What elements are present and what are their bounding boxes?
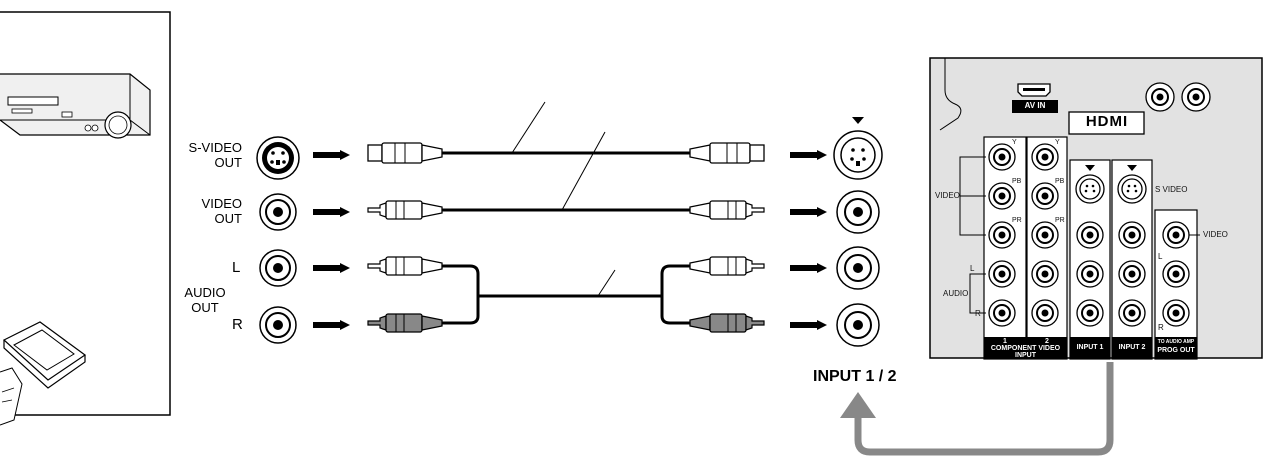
top-right-jacks bbox=[1145, 82, 1211, 112]
pr-label-2: PR bbox=[1055, 217, 1065, 224]
svideo-out-label: S-VIDEO OUT bbox=[186, 140, 242, 170]
panel-brackets bbox=[959, 156, 1200, 314]
svideo-out-line2: OUT bbox=[214, 155, 242, 170]
y-label-1: Y bbox=[1012, 139, 1017, 146]
audio-out-right-jack bbox=[259, 306, 297, 344]
return-arrow bbox=[840, 362, 1114, 456]
audio-in-left-jack bbox=[836, 246, 880, 290]
vcr-icon bbox=[0, 73, 151, 139]
input-1-label: INPUT 1 bbox=[1076, 344, 1104, 351]
video-out-jack bbox=[259, 193, 297, 231]
audio-r-label: R bbox=[975, 309, 981, 318]
video-out-line1: VIDEO bbox=[201, 196, 242, 211]
pb-label-1: PB bbox=[1012, 178, 1022, 185]
audio-cable bbox=[367, 256, 765, 333]
input-1-2-jacks bbox=[1075, 165, 1147, 327]
prog-out-jacks bbox=[1162, 221, 1190, 327]
video-out-label: VIDEO OUT bbox=[186, 196, 242, 226]
audio-panel-label: AUDIO bbox=[943, 289, 969, 298]
pb-label-2: PB bbox=[1055, 178, 1065, 185]
component-video-label: COMPONENT VIDEO bbox=[990, 345, 1061, 352]
hdmi-port bbox=[1012, 83, 1058, 113]
audio-l-label: L bbox=[970, 264, 975, 273]
flow-arrows-right bbox=[790, 150, 827, 330]
audio-out-left-jack bbox=[259, 249, 297, 287]
audio-right-label: R bbox=[232, 316, 243, 333]
component-input-label: INPUT bbox=[1015, 352, 1036, 359]
component-1-number: 1 bbox=[1003, 338, 1007, 345]
component-jacks bbox=[988, 143, 1059, 327]
remote-control-icon bbox=[0, 321, 87, 426]
video-out-line2: OUT bbox=[214, 211, 242, 226]
pr-label-1: PR bbox=[1012, 217, 1022, 224]
audio-out-line1: AUDIO bbox=[184, 285, 226, 300]
component-2-number: 2 bbox=[1045, 338, 1049, 345]
av-in-label: AV IN bbox=[1024, 101, 1046, 110]
svideo-panel-label: S VIDEO bbox=[1155, 185, 1188, 194]
audio-out-line2: OUT bbox=[191, 300, 219, 315]
video-left-label: VIDEO bbox=[935, 191, 960, 200]
flow-arrows-left bbox=[313, 150, 350, 330]
video-cable bbox=[367, 131, 765, 220]
svideo-cable bbox=[367, 101, 765, 164]
svideo-out-line1: S-VIDEO bbox=[188, 140, 242, 155]
out-r-label: R bbox=[1158, 323, 1164, 332]
prog-out-label: PROG OUT bbox=[1157, 347, 1195, 354]
to-audio-amp-label: TO AUDIO AMP bbox=[1157, 339, 1195, 345]
audio-in-right-jack bbox=[836, 303, 880, 347]
audio-left-label: L bbox=[232, 259, 241, 276]
source-device bbox=[0, 11, 171, 426]
out-l-label: L bbox=[1158, 252, 1163, 261]
hdmi-logo: HDMI bbox=[1085, 113, 1129, 130]
destination-label: INPUT 1 / 2 bbox=[813, 368, 897, 385]
y-label-2: Y bbox=[1055, 139, 1060, 146]
svideo-in-jack bbox=[833, 117, 883, 180]
input-2-label: INPUT 2 bbox=[1118, 344, 1146, 351]
video-right-label: VIDEO bbox=[1203, 230, 1228, 239]
audio-out-label: AUDIO OUT bbox=[180, 285, 230, 315]
video-in-jack bbox=[836, 190, 880, 234]
svideo-out-jack bbox=[256, 136, 300, 180]
tv-rear-panel bbox=[929, 57, 1263, 360]
